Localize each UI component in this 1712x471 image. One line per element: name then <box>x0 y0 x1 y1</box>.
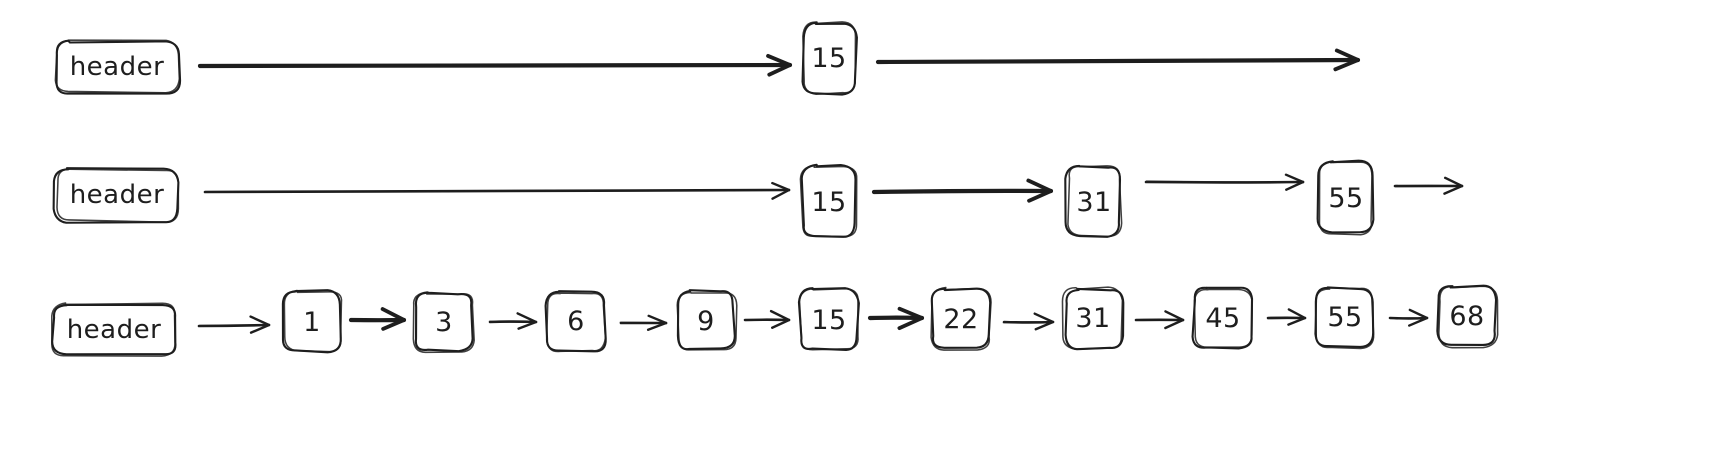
sketch-rect <box>1061 286 1125 351</box>
sketch-rect <box>52 167 180 224</box>
row2-node-15-label: 15 <box>811 186 847 218</box>
sketch-rect <box>799 163 858 238</box>
row3-node-1-label: 1 <box>303 306 321 338</box>
sketch-rect <box>1314 286 1375 350</box>
row3-node-45[interactable]: 45 <box>1190 284 1256 352</box>
row3-node-22-label: 22 <box>943 303 979 335</box>
sketch-rect <box>801 21 858 96</box>
row2-node-15[interactable]: 15 <box>798 162 860 242</box>
sketch-rect <box>51 302 177 357</box>
sketch-rect <box>1316 159 1375 236</box>
row1-node-15-label: 15 <box>811 42 847 74</box>
row3-node-22[interactable]: 22 <box>928 285 994 353</box>
row3-node-68[interactable]: 68 <box>1434 282 1500 350</box>
row1-header-node[interactable]: header <box>48 37 186 97</box>
row2-node-55-label: 55 <box>1328 182 1364 214</box>
sketch-rect <box>54 39 182 95</box>
row3-node-15[interactable]: 15 <box>796 286 862 354</box>
sketch-rect <box>797 287 860 351</box>
sketch-rect <box>676 289 738 351</box>
row2-node-55[interactable]: 55 <box>1315 158 1377 238</box>
sketch-rect <box>1191 286 1254 350</box>
row3-node-55[interactable]: 55 <box>1312 283 1378 351</box>
sketch-rect <box>1064 164 1123 238</box>
row1-node-15[interactable]: 15 <box>798 18 860 98</box>
row2-node-31[interactable]: 31 <box>1063 162 1125 242</box>
row3-node-6[interactable]: 6 <box>543 287 609 355</box>
row3-node-68-label: 68 <box>1449 300 1485 332</box>
row3-node-31[interactable]: 31 <box>1060 284 1126 352</box>
sketch-rect <box>281 289 343 354</box>
row3-node-9-label: 9 <box>697 305 715 337</box>
sketch-rect <box>1436 284 1499 349</box>
row2-node-31-label: 31 <box>1076 186 1112 218</box>
row3-node-9[interactable]: 9 <box>673 287 739 355</box>
row3-node-45-label: 45 <box>1205 302 1241 334</box>
row1-header-label: header <box>69 52 165 82</box>
row3-node-3[interactable]: 3 <box>411 288 477 356</box>
sketch-rect <box>930 286 992 351</box>
row3-header-node[interactable]: header <box>45 300 183 360</box>
row3-node-31-label: 31 <box>1075 302 1111 334</box>
row3-node-15-label: 15 <box>811 304 847 336</box>
row3-node-6-label: 6 <box>567 305 585 337</box>
row3-header-label: header <box>66 315 162 345</box>
row3-node-1[interactable]: 1 <box>279 288 345 356</box>
sketch-rect <box>412 291 475 354</box>
row2-header-label: header <box>69 180 165 210</box>
row3-node-3-label: 3 <box>435 306 453 338</box>
row2-header-node[interactable]: header <box>48 165 186 225</box>
sketch-rect <box>544 290 607 353</box>
row3-node-55-label: 55 <box>1327 301 1363 333</box>
